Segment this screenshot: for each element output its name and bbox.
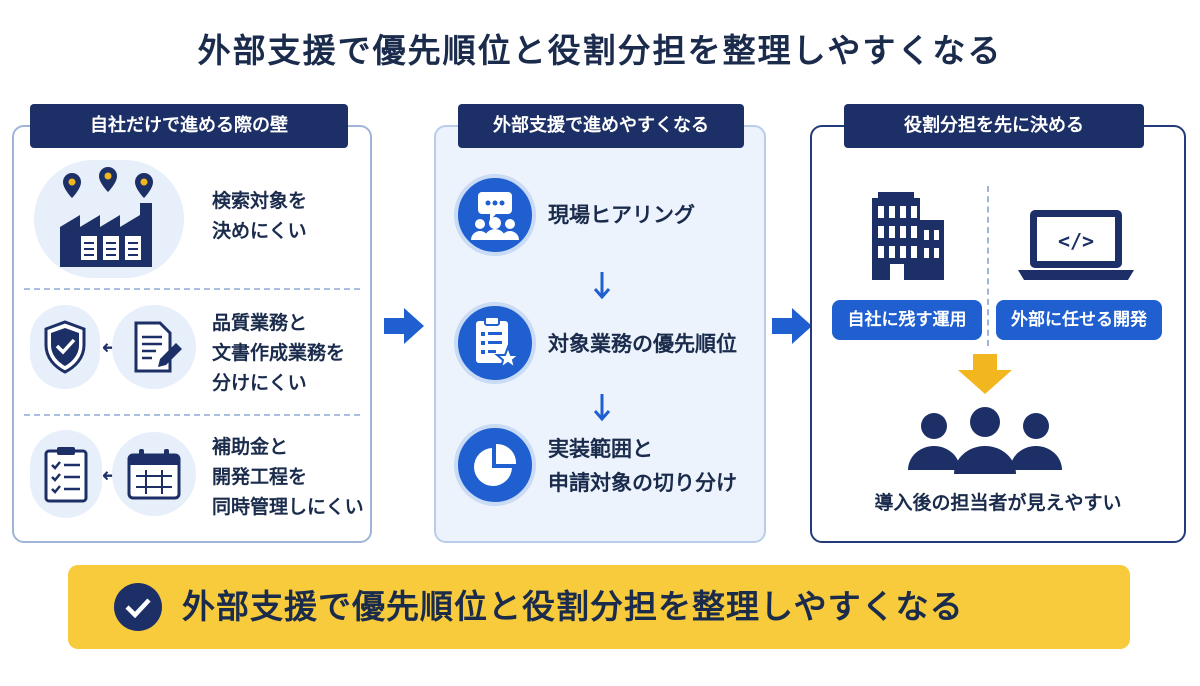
office-building-icon bbox=[872, 192, 944, 280]
barrier-3-line-3: 同時管理しにくい bbox=[212, 496, 364, 518]
barrier-2-line-1: 品質業務と bbox=[212, 312, 308, 334]
svg-text:</>: </> bbox=[1058, 229, 1094, 253]
barrier-3-text: 補助金と 開発工程を 同時管理しにくい bbox=[212, 432, 364, 522]
down-arrow-icon bbox=[593, 272, 611, 300]
summary-banner bbox=[68, 565, 1130, 649]
check-circle-icon bbox=[114, 583, 162, 631]
step-1-line-1: 現場ヒアリング bbox=[548, 203, 695, 227]
barrier-2-line-2: 文書作成業務を bbox=[212, 342, 346, 364]
right-arrow-icon bbox=[772, 308, 812, 344]
barrier-2-text: 品質業務と 文書作成業務を 分けにくい bbox=[212, 308, 345, 398]
right-arrow-icon bbox=[384, 308, 424, 344]
clipboard-star-icon bbox=[454, 302, 536, 384]
team-icon bbox=[908, 407, 1062, 474]
down-arrow-icon bbox=[958, 354, 1012, 394]
barrier-2-line-3: 分けにくい bbox=[212, 372, 307, 394]
divider bbox=[987, 186, 989, 346]
shield-check-icon bbox=[30, 305, 100, 389]
in-house-operation-label: 自社に残す運用 bbox=[832, 300, 982, 340]
roles-heading: 役割分担を先に決める bbox=[844, 104, 1144, 148]
calendar-icon bbox=[112, 432, 196, 516]
barrier-1-line-1: 検索対象を bbox=[212, 190, 308, 212]
document-pencil-icon bbox=[112, 305, 196, 389]
step-1-text: 現場ヒアリング bbox=[548, 198, 695, 232]
down-arrow-icon bbox=[593, 394, 611, 422]
barriers-heading: 自社だけで進める際の壁 bbox=[30, 104, 348, 148]
clipboard-checklist-icon bbox=[30, 430, 102, 518]
pie-chart-icon bbox=[454, 424, 536, 506]
support-heading: 外部支援で進めやすくなる bbox=[458, 104, 744, 148]
step-3-line-1: 実装範囲と bbox=[548, 437, 653, 461]
step-3-text: 実装範囲と 申請対象の切り分け bbox=[548, 432, 737, 500]
barrier-3-line-2: 開発工程を bbox=[212, 466, 308, 488]
divider bbox=[24, 288, 360, 290]
step-3-line-2: 申請対象の切り分け bbox=[548, 471, 737, 495]
step-2-line-1: 対象業務の優先順位 bbox=[548, 332, 737, 356]
step-2-text: 対象業務の優先順位 bbox=[548, 327, 737, 361]
laptop-code-icon: </> bbox=[1018, 210, 1134, 280]
outsource-development-label: 外部に任せる開発 bbox=[996, 300, 1162, 340]
divider bbox=[24, 414, 360, 416]
barrier-1-line-2: 決めにくい bbox=[212, 220, 307, 242]
roles-caption: 導入後の担当者が見えやすい bbox=[874, 492, 1122, 514]
people-chat-icon bbox=[454, 174, 536, 256]
barrier-1-text: 検索対象を 決めにくい bbox=[212, 186, 307, 246]
barrier-3-line-1: 補助金と bbox=[212, 436, 289, 458]
factory-with-map-pins-icon bbox=[34, 160, 184, 278]
summary-banner-text: 外部支援で優先順位と役割分担を整理しやすくなる bbox=[182, 587, 964, 626]
page-title: 外部支援で優先順位と役割分担を整理しやすくなる bbox=[197, 31, 1003, 70]
